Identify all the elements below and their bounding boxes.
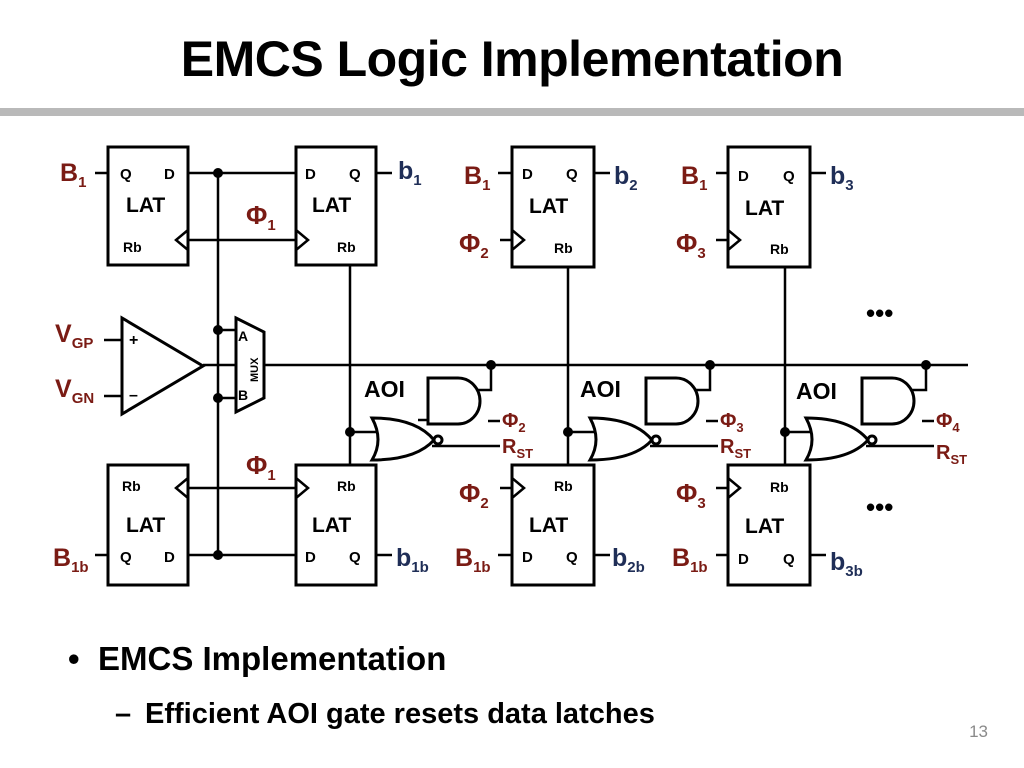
latch-top-3: [510, 145, 596, 269]
b1b-input-label: B1b: [455, 544, 491, 576]
b1-input-label: B1: [681, 162, 707, 194]
pin-q: Q: [566, 549, 578, 566]
bullet-level1: • EMCS Implementation: [60, 640, 446, 678]
latches: [106, 145, 812, 587]
aoi1-phi2-label: Φ2: [502, 410, 526, 435]
pin-rb: Rb: [770, 241, 789, 257]
pin-rb: Rb: [337, 239, 356, 255]
comparator: [120, 315, 206, 417]
output-labels: b1 b2 b3 b1b b2b b3b: [396, 157, 863, 580]
junction-dots: [213, 168, 931, 560]
aoi-gate-2: [587, 376, 700, 462]
pin-rb: Rb: [337, 478, 356, 494]
latch-name: LAT: [745, 197, 784, 220]
b2-output-label: b2: [614, 162, 638, 194]
aoi-labels: AOI AOI AOI: [364, 376, 837, 404]
pin-q: Q: [120, 166, 132, 183]
pin-q: Q: [349, 549, 361, 566]
aoi-gate-3: [803, 376, 916, 462]
input-labels: VGP VGN B1 B1 B1 B1b B1b B1b Φ1 Φ2 Φ3 Φ1…: [53, 159, 967, 576]
bullet-dash-icon: –: [115, 698, 132, 730]
aoi2-rst-label: RST: [720, 436, 751, 461]
latch-bottom-1: [106, 463, 190, 587]
b1-output-label: b1: [398, 157, 422, 189]
b1-input-label: B1: [464, 162, 490, 194]
latch-bottom-2: [294, 463, 378, 587]
pin-rb: Rb: [554, 240, 573, 256]
pin-q: Q: [783, 168, 795, 185]
phi2-top-label: Φ2: [459, 228, 489, 262]
phi2-bottom-label: Φ2: [459, 478, 489, 512]
latch-name: LAT: [312, 194, 351, 217]
bullet-dot-icon: •: [68, 640, 80, 677]
latch-top-4: [726, 145, 812, 269]
latch-top-1: [106, 145, 190, 267]
b1b-output-label: b1b: [396, 544, 429, 576]
b3-output-label: b3: [830, 162, 854, 194]
bullet-level2: –Efficient AOI gate resets data latches: [115, 698, 655, 731]
phi3-top-label: Φ3: [676, 228, 706, 262]
pin-rb: Rb: [554, 478, 573, 494]
emcs-circuit-diagram: Q D LAT Rb D Q LAT Rb D Q LAT Rb D Q LAT…: [53, 145, 968, 587]
pin-d: D: [305, 166, 316, 183]
latch-name: LAT: [745, 515, 784, 538]
pin-q: Q: [120, 549, 132, 566]
pin-rb: Rb: [770, 479, 789, 495]
aoi3-phi4-label: Φ4: [936, 410, 960, 435]
mux-label: MUX: [249, 357, 261, 382]
vgn-label: VGN: [55, 375, 94, 407]
latch-labels: Q D LAT Rb D Q LAT Rb D Q LAT Rb D Q LAT…: [120, 166, 795, 568]
aoi3-rst-label: RST: [936, 442, 967, 467]
pin-d: D: [164, 549, 175, 566]
pin-q: Q: [783, 551, 795, 568]
mux-input-b: B: [238, 387, 248, 403]
aoi-label-1: AOI: [364, 376, 405, 402]
pin-d: D: [305, 549, 316, 566]
aoi-gate-1: [369, 376, 482, 462]
aoi1-rst-label: RST: [502, 436, 533, 461]
pin-rb: Rb: [123, 239, 142, 255]
pin-d: D: [522, 166, 533, 183]
latch-name: LAT: [529, 195, 568, 218]
latch-name: LAT: [126, 194, 165, 217]
pin-d: D: [164, 166, 175, 183]
mux-input-a: A: [238, 328, 248, 344]
latch-top-2: [294, 145, 378, 267]
pin-q: Q: [349, 166, 361, 183]
b1b-input-label: B1b: [672, 544, 708, 576]
ellipsis-top: •••: [866, 298, 893, 328]
clock-markers: [174, 229, 742, 499]
latch-bottom-3: [510, 463, 596, 587]
latch-name: LAT: [529, 514, 568, 537]
title-divider: [0, 108, 1024, 116]
latch-bottom-4: [726, 463, 812, 587]
aoi-label-2: AOI: [580, 376, 621, 402]
b1-input-label: B1: [60, 159, 86, 191]
phi3-bottom-label: Φ3: [676, 478, 706, 512]
comparator-plus: +: [129, 332, 138, 349]
ellipsis-bottom: •••: [866, 492, 893, 522]
latch-name: LAT: [126, 514, 165, 537]
b3b-output-label: b3b: [830, 548, 863, 580]
slide-title: EMCS Logic Implementation: [180, 31, 844, 87]
bullet-level1-text: EMCS Implementation: [98, 640, 447, 677]
bullet-level2-text: Efficient AOI gate resets data latches: [145, 698, 655, 730]
mux: [234, 315, 266, 415]
pin-d: D: [522, 549, 533, 566]
phi1-top-label: Φ1: [246, 200, 276, 234]
aoi2-phi3-label: Φ3: [720, 410, 744, 435]
pin-q: Q: [566, 166, 578, 183]
aoi-gates: [369, 376, 916, 462]
pin-rb: Rb: [122, 478, 141, 494]
pin-d: D: [738, 168, 749, 185]
page-number: 13: [969, 722, 988, 741]
vgp-label: VGP: [55, 320, 93, 352]
phi1-bottom-label: Φ1: [246, 450, 276, 484]
aoi-label-3: AOI: [796, 378, 837, 404]
b2b-output-label: b2b: [612, 544, 645, 576]
latch-name: LAT: [312, 514, 351, 537]
pin-d: D: [738, 551, 749, 568]
b1b-input-label: B1b: [53, 544, 89, 576]
comparator-minus: –: [129, 387, 138, 404]
